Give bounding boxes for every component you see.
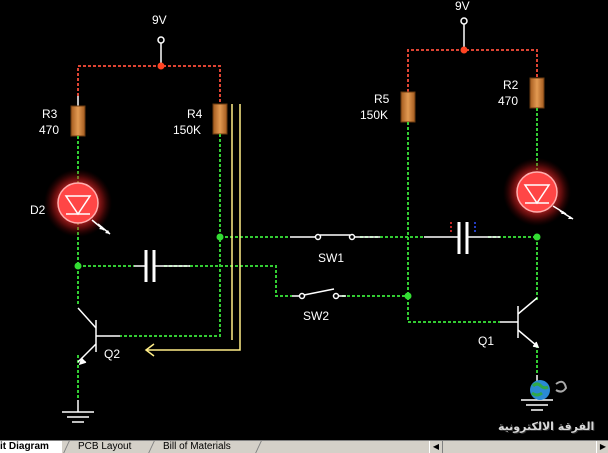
led-right[interactable] (503, 158, 574, 226)
resistor-r5[interactable] (400, 91, 416, 123)
tab-circuit-diagram[interactable]: it Diagram (0, 441, 62, 453)
r2-name: R2 (503, 78, 519, 92)
r5-name: R5 (374, 92, 390, 106)
resistor-r2[interactable] (529, 77, 545, 109)
tab-separator (148, 441, 155, 453)
tab-separator (63, 441, 70, 453)
q2-label: Q2 (104, 347, 120, 361)
d2-label: D2 (30, 203, 46, 217)
switch-sw1[interactable] (314, 233, 356, 241)
r3-value: 470 (39, 123, 59, 137)
r3-name: R3 (42, 107, 58, 121)
r2-value: 470 (498, 94, 518, 108)
r5-value: 150K (360, 108, 388, 122)
resistor-r3[interactable] (70, 96, 86, 137)
capacitor-left[interactable] (144, 250, 156, 282)
sw1-label: SW1 (318, 251, 344, 265)
globe-logo-icon (530, 380, 568, 400)
resistor-r4[interactable] (212, 103, 228, 135)
scroll-right-icon[interactable]: ▶ (596, 441, 608, 453)
ground-symbol-left (62, 400, 94, 423)
tab-bill-of-materials[interactable]: Bill of Materials (163, 441, 231, 452)
supply-rail-left (77, 36, 221, 104)
supply-label-left: 9V (152, 13, 167, 27)
capacitor-right[interactable] (450, 222, 476, 254)
supply-label-right: 9V (455, 0, 470, 13)
r4-value: 150K (173, 123, 201, 137)
led-d2[interactable] (44, 169, 112, 237)
tab-pcb-layout[interactable]: PCB Layout (78, 441, 132, 452)
r4-name: R4 (187, 107, 203, 121)
transistor-q2[interactable] (77, 307, 120, 366)
sw2-label: SW2 (303, 309, 329, 323)
tab-separator (255, 441, 262, 453)
probe-cursor[interactable] (144, 104, 241, 357)
junctions (74, 233, 541, 300)
switch-leads (134, 236, 500, 297)
sheet-tab-bar: it Diagram PCB Layout Bill of Materials … (0, 440, 608, 453)
transistor-q1[interactable] (500, 297, 540, 349)
circuit-canvas: 9V 9V R3 470 R4 150K R5 150K R2 470 (30, 0, 574, 423)
scroll-left-icon[interactable]: ◀ (429, 441, 443, 453)
supply-rail-right (407, 17, 538, 92)
switch-sw2[interactable] (298, 288, 340, 300)
watermark-text: الفرقة الالكترونية (498, 420, 595, 433)
q1-label: Q1 (478, 334, 494, 348)
